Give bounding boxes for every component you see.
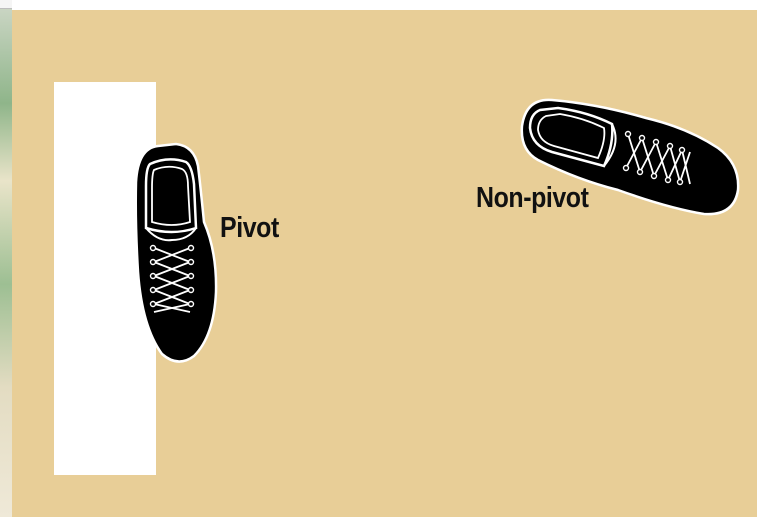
- pivot-shoe-icon: [132, 142, 218, 370]
- non-pivot-label: Non-pivot: [476, 182, 588, 215]
- pivot-label: Pivot: [220, 212, 279, 245]
- background-window-edge: [0, 0, 12, 517]
- top-margin: [12, 0, 757, 10]
- pivot-foot-diagram: Pivot Non-pivot: [12, 10, 757, 517]
